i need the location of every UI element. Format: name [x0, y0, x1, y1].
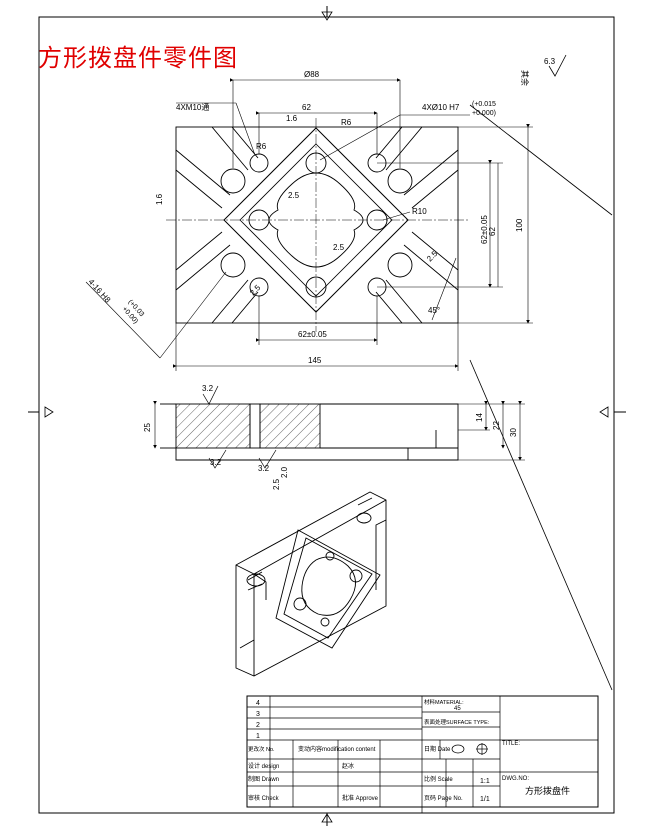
dim-t22: 22 — [492, 421, 501, 430]
approve-label: 批准 Approve — [342, 794, 379, 802]
dim-d88: Ø88 — [304, 70, 320, 79]
dim-t25: 25 — [143, 423, 152, 432]
top-view — [166, 118, 468, 332]
dim-r10: R10 — [412, 207, 427, 216]
roughness-value: 6.3 — [544, 57, 556, 66]
dim-t30: 30 — [509, 428, 518, 437]
rev-row-4: 4 — [256, 700, 260, 707]
dim-2-5-a: 2.5 — [288, 191, 300, 200]
roughness-1-6-b: 1.6 — [155, 193, 164, 205]
mod-no-label: 更改次 No. — [248, 745, 275, 753]
material-label: 材料MATERIAL: — [424, 698, 464, 706]
dim-62-bottom: 62±0.05 — [298, 330, 327, 339]
design-name: 赵冰 — [342, 762, 354, 770]
title-label: TITLE: — [502, 741, 520, 747]
roughness-3-2-c: 3.2 — [258, 464, 270, 473]
default-roughness-symbol: 6.3 其余 — [520, 54, 567, 86]
date-label: 日期 Date — [424, 745, 451, 753]
dim-145: 145 — [308, 356, 322, 365]
dim-angle-45: 45° — [428, 306, 440, 315]
roughness-label: 其余 — [520, 70, 530, 86]
dim-holes-d10-tol-up: (+0.015 — [472, 101, 496, 108]
roughness-3-2-a: 3.2 — [202, 384, 214, 393]
roughness-3-2-b: 3.2 — [210, 458, 222, 467]
centering-arrows — [44, 11, 613, 823]
surface-type-label: 表面处理SURFACE TYPE: — [424, 718, 490, 726]
drawn-label: 制图 Drawn — [248, 775, 279, 783]
scale-label: 比例 Scale — [424, 775, 453, 783]
section-view — [153, 385, 525, 469]
dim-62-vert-a: 62±0.05 — [480, 215, 489, 244]
dim-100: 100 — [515, 218, 524, 232]
rev-row-3: 3 — [256, 711, 260, 718]
check-label: 审核 Check — [248, 794, 280, 802]
drawing-title: 方形拨盘件零件图 — [38, 44, 238, 72]
roughness-1-6-a: 1.6 — [286, 114, 298, 123]
sheet-label: 页码 Page No. — [424, 794, 463, 802]
dwg-label: DWG.NO: — [502, 776, 529, 782]
dim-holes-d10: 4XØ10 H7 — [422, 103, 460, 112]
dwg-name: 方形拨盘件 — [525, 785, 570, 796]
dim-62-top: 62 — [302, 103, 311, 112]
dim-pin16: 4-16 H8 — [87, 277, 113, 305]
scale-value: 1:1 — [480, 778, 490, 785]
design-label: 设计 design — [248, 762, 279, 770]
rev-row-2: 2 — [256, 722, 260, 729]
top-view-dimensions — [85, 78, 533, 371]
dim-62-vert-b: 62 — [488, 227, 497, 236]
title-block — [246, 695, 599, 813]
dim-holes-d10-tol-low: +0.000) — [472, 110, 496, 117]
dim-t14: 14 — [475, 413, 484, 422]
dim-2-5-b: 2.5 — [333, 243, 345, 252]
sheet-border — [28, 6, 626, 826]
dim-2-5-c: 2.5 — [425, 249, 440, 264]
isometric-view — [235, 491, 387, 677]
rev-row-1: 1 — [256, 733, 260, 740]
page-value: 1/1 — [480, 796, 490, 803]
section-view-labels: 25 14 22 30 3.2 3.2 3.2 2.5 2.0 — [143, 384, 518, 490]
mod-content-label: 变动内容modification content — [298, 745, 376, 753]
dim-r6-b: R6 — [256, 142, 267, 151]
dim-small-a: 2.5 — [272, 478, 281, 490]
dim-holes-m10: 4XM10通 — [176, 102, 209, 112]
material-value: 45 — [454, 706, 461, 712]
dim-r6-a: R6 — [341, 118, 352, 127]
dim-small-b: 2.0 — [280, 466, 289, 478]
title-block-text: 4 3 2 1 更改次 No. 变动内容modification content… — [248, 698, 570, 803]
